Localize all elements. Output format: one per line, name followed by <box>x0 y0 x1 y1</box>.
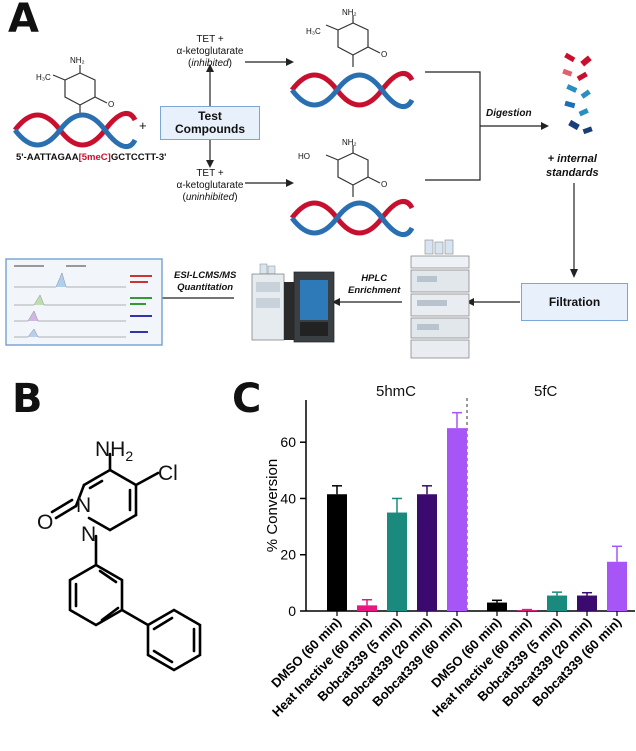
esi-line2: Quantitation <box>177 282 234 293</box>
tet-bottom-line1: TET + <box>196 168 224 179</box>
tet-inhibited-label: TET + α-ketoglutarate (inhibited) <box>160 34 260 70</box>
lcms-instrument <box>251 263 335 343</box>
tet-top-line1: TET + <box>196 34 224 45</box>
branch-arrows <box>206 64 214 168</box>
tet-top-line3: inhibited <box>191 58 229 69</box>
dna-helix-top <box>290 71 415 109</box>
bar <box>607 561 627 611</box>
esi-label: ESI-LCMS/MS Quantitation <box>174 270 236 294</box>
sequence-suffix: GCTCCTT-3' <box>110 152 167 163</box>
group-label-5fc: 5fC <box>534 383 558 400</box>
bar <box>447 428 467 611</box>
mol-top-h3c: H₃C <box>306 27 321 36</box>
digestion-label: Digestion <box>486 108 532 119</box>
substrate-molecule-5mc <box>52 65 108 117</box>
sequence-prefix: 5'-AATTAGAA <box>16 152 79 163</box>
bar <box>387 512 407 611</box>
mol-a-o: O <box>108 100 115 109</box>
internal-standards-line1: + internal <box>547 153 597 165</box>
product-arrows <box>245 58 294 187</box>
tet-bottom-line3: uninhibited <box>185 192 235 203</box>
mol-b-n-top: N <box>76 494 92 517</box>
dna-helix-substrate <box>13 111 138 149</box>
mol-bottom-ho: HO <box>298 152 310 161</box>
esi-line1: ESI-LCMS/MS <box>174 270 237 281</box>
mol-b-nh2-sub: 2 <box>125 448 134 465</box>
bobcat339-structure <box>50 452 202 672</box>
dna-helix-bottom <box>290 199 415 237</box>
plus-sign: + <box>139 118 147 133</box>
internal-standards-label: + internal standards <box>546 152 599 180</box>
hplc-instrument <box>410 239 470 359</box>
hplc-line2: Enrichment <box>348 285 401 296</box>
sequence-mod: [5meC] <box>78 152 111 163</box>
mol-b-nh: NH <box>95 438 126 461</box>
digested-fragments <box>562 52 593 135</box>
test-compounds-box: Test Compounds <box>160 106 260 140</box>
bar <box>487 602 507 611</box>
bar <box>357 605 377 611</box>
hplc-line1: HPLC <box>361 273 388 284</box>
hplc-label: HPLC Enrichment <box>348 273 400 297</box>
mol-top-nh2: NH₂ <box>342 8 357 17</box>
chromatogram-screenshot <box>5 258 163 346</box>
y-tick-label: 60 <box>280 434 296 450</box>
lcms-arrow <box>332 298 402 306</box>
product-molecule-5hmc <box>325 145 381 197</box>
mol-bottom-o: O <box>381 180 388 189</box>
bar <box>327 494 347 611</box>
internal-standards-line2: standards <box>546 167 599 179</box>
bar <box>517 610 537 611</box>
mol-a-nh2: NH₂ <box>70 56 85 65</box>
mol-b-o: O <box>37 511 54 534</box>
mol-b-n-bottom: N <box>81 523 97 546</box>
product-molecule-5mc <box>325 15 381 67</box>
hplc-arrow <box>466 298 520 306</box>
bar <box>547 595 567 611</box>
tet-uninhibited-label: TET + α-ketoglutarate (uninhibited) <box>160 168 260 204</box>
filtration-box: Filtration <box>521 283 628 321</box>
mol-bottom-nh2: NH₂ <box>342 138 357 147</box>
group-label-5hmc: 5hmC <box>376 383 417 400</box>
y-tick-label: 0 <box>288 603 296 619</box>
bar <box>577 595 597 611</box>
filtration-arrow <box>570 183 578 278</box>
y-tick-label: 20 <box>280 547 296 563</box>
mol-a-h3c: H₃C <box>36 73 51 82</box>
mol-b-cl: Cl <box>158 462 178 485</box>
mol-b-nh2: NH2 <box>95 438 133 464</box>
bar <box>417 494 437 611</box>
panel-b-label: B <box>12 376 43 422</box>
y-axis-label: % Conversion <box>264 459 281 552</box>
mol-top-o: O <box>381 50 388 59</box>
digestion-bracket <box>425 71 549 181</box>
tet-top-line2: α-ketoglutarate <box>176 46 244 57</box>
panel-a-label: A <box>8 0 39 42</box>
y-tick-label: 40 <box>280 490 296 506</box>
tet-bottom-line2: α-ketoglutarate <box>176 180 244 191</box>
panel-c-label: C <box>232 376 262 422</box>
sequence-label: 5'-AATTAGAA[5meC]GCTCCTT-3' <box>16 152 166 163</box>
